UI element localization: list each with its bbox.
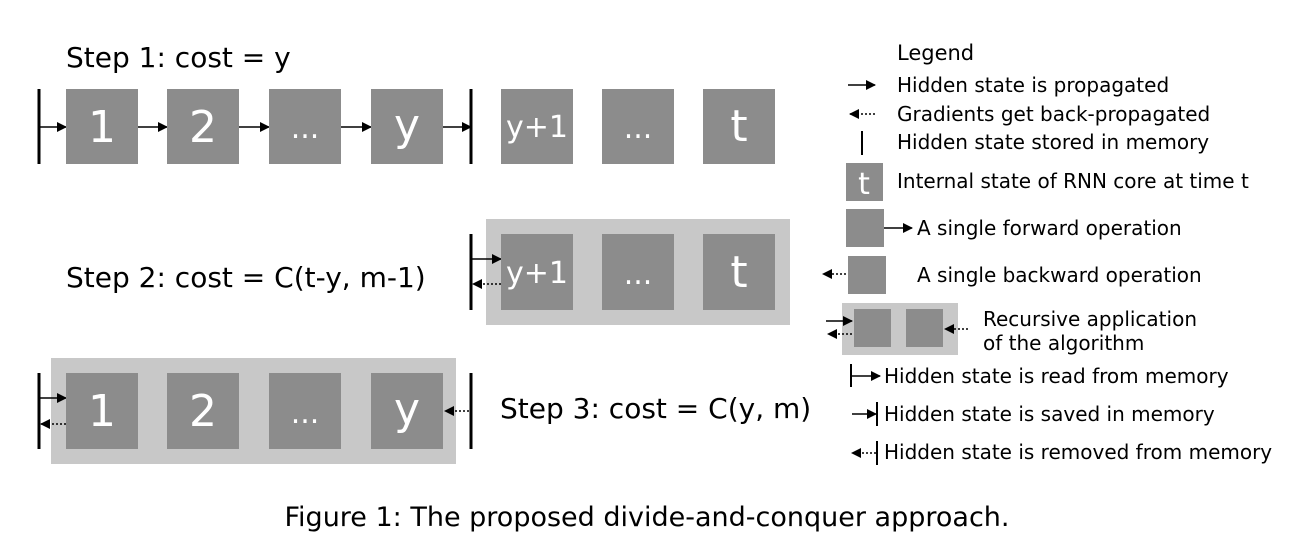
legend-removed-memory: Hidden state is removed from memory: [884, 440, 1272, 464]
state-box-label: t: [730, 101, 747, 152]
state-box-ellipsis: [602, 234, 674, 310]
state-box-2: [167, 89, 239, 164]
legend-stored-memory: Hidden state stored in memory: [897, 130, 1209, 154]
step-3-label: Step 3: cost = C(y, m): [500, 392, 811, 425]
legend-gradients-back: Gradients get back-propagated: [897, 102, 1210, 126]
legend-internal-state: Internal state of RNN core at time t: [897, 169, 1249, 193]
legend-forward-op-box-icon: [846, 209, 884, 247]
state-box-t: [703, 234, 775, 310]
legend-state-box-icon: [846, 163, 883, 201]
step-2-label: Step 2: cost = C(t-y, m-1): [66, 261, 426, 294]
state-box-ellipsis: [602, 89, 674, 164]
state-box-1: [66, 89, 138, 164]
step-1-label: Step 1: cost = y: [66, 41, 291, 74]
figure-caption: Figure 1: The proposed divide-and-conque…: [284, 502, 1009, 533]
state-box-label: 2: [189, 102, 217, 153]
legend-hidden-propagated: Hidden state is propagated: [897, 73, 1169, 97]
state-box-label: ...: [291, 111, 320, 146]
state-box-y: [371, 373, 443, 449]
state-box-y: [371, 89, 443, 164]
legend-backward-op-box-icon: [848, 256, 886, 294]
legend-read-memory: Hidden state is read from memory: [884, 364, 1229, 388]
legend-saved-memory: Hidden state is saved in memory: [884, 402, 1215, 426]
state-box-y-plus-1: [501, 89, 573, 164]
state-box-2: [167, 373, 239, 449]
legend-forward-op: A single forward operation: [917, 216, 1182, 240]
state-box-label: 2: [189, 386, 217, 437]
state-box-label: t: [730, 247, 747, 298]
state-box-y-plus-1: [501, 234, 573, 310]
legend-title: Legend: [897, 41, 974, 65]
legend-recursive-box-icon: [906, 309, 943, 347]
legend-backward-op: A single backward operation: [917, 263, 1202, 287]
state-box-ellipsis: [269, 89, 341, 164]
state-box-label: ...: [624, 257, 653, 292]
state-box-label: 1: [88, 386, 116, 437]
state-box-ellipsis: [269, 373, 341, 449]
state-box-label: y+1: [506, 110, 568, 145]
legend-recursive-line1: Recursive application: [983, 307, 1197, 331]
state-box-label: y+1: [506, 256, 568, 291]
state-box-label: ...: [291, 396, 320, 431]
state-box-1: [66, 373, 138, 449]
state-box-t: [703, 89, 775, 164]
legend-state-box-label: t: [858, 167, 870, 202]
state-box-label: 1: [88, 102, 116, 153]
state-box-label: y: [394, 100, 420, 151]
state-box-label: ...: [624, 111, 653, 146]
state-box-label: y: [394, 384, 420, 435]
legend-recursive-line2: of the algorithm: [983, 331, 1144, 355]
legend-recursive-box-icon: [854, 309, 891, 347]
